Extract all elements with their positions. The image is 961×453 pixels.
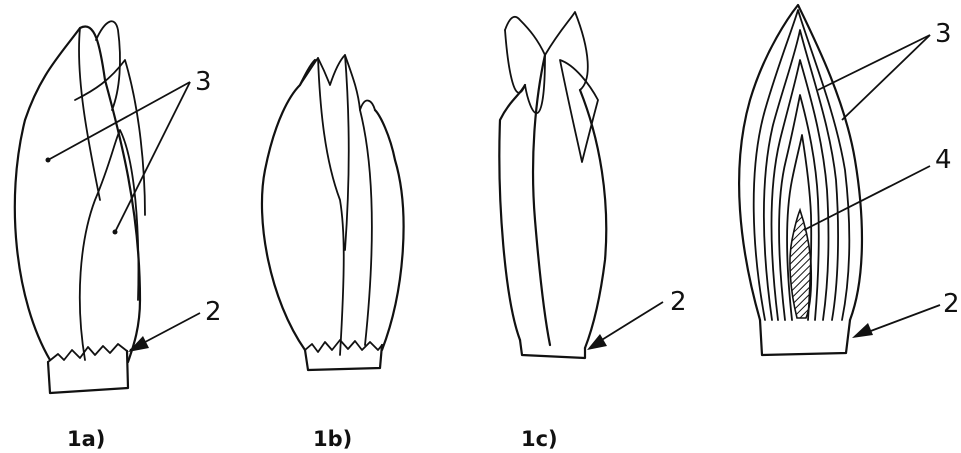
- bud-1c: 2: [499, 12, 686, 358]
- bud-1a-leader-3b: [115, 82, 190, 232]
- caption-1b: 1b): [313, 427, 352, 451]
- bud-section-core: [790, 210, 811, 318]
- bud-1b-inner-leaf-c: [360, 110, 372, 345]
- bud-1b: [262, 55, 404, 370]
- bud-1c-folded-tip: [560, 60, 598, 162]
- bud-1c-right-leaf: [580, 90, 606, 348]
- bud-1a-front-leaf: [80, 130, 139, 360]
- bud-section: 3 4 2: [739, 5, 959, 355]
- bud-section-arrowhead-2: [852, 323, 873, 338]
- bud-1a-label-2: 2: [205, 297, 222, 327]
- bud-1a: 3 2: [15, 21, 222, 393]
- bud-1a-inner-leaf: [79, 28, 100, 200]
- bud-section-leader-2: [860, 305, 940, 335]
- bud-1c-label-2: 2: [670, 287, 687, 317]
- bud-section-leader-4: [804, 166, 930, 230]
- bud-1b-outer-leaf-right: [375, 110, 404, 350]
- bud-1b-torn-edge: [305, 340, 382, 352]
- bud-section-base: [760, 320, 850, 355]
- bud-1c-outer-leaf: [499, 85, 525, 340]
- bud-1b-inner-leaf-a: [318, 58, 344, 355]
- caption-1a: 1a): [67, 427, 105, 451]
- bud-1a-label-3: 3: [195, 67, 212, 97]
- bud-section-label-2: 2: [943, 289, 960, 319]
- bud-1a-outer-leaf: [15, 27, 140, 362]
- bud-section-label-3: 3: [935, 19, 952, 49]
- bud-1b-inner-leaf-b: [345, 55, 349, 250]
- bud-1c-back-leaves: [505, 12, 588, 90]
- bud-1a-arrowhead-2: [128, 336, 149, 352]
- bud-1c-front-leaf: [533, 55, 550, 345]
- bud-1a-leader-3a: [48, 82, 190, 160]
- bud-1a-top-leaf: [96, 21, 120, 110]
- bud-section-label-4: 4: [935, 145, 952, 175]
- bud-section-leader-3a: [818, 35, 930, 90]
- bud-section-leader-3b: [842, 35, 930, 120]
- caption-1c: 1c): [521, 427, 558, 451]
- bud-1b-outer-leaf-left: [262, 60, 315, 350]
- bud-1a-torn-edge: [48, 344, 127, 362]
- bud-1c-base: [520, 340, 585, 358]
- bud-1a-base: [48, 351, 128, 393]
